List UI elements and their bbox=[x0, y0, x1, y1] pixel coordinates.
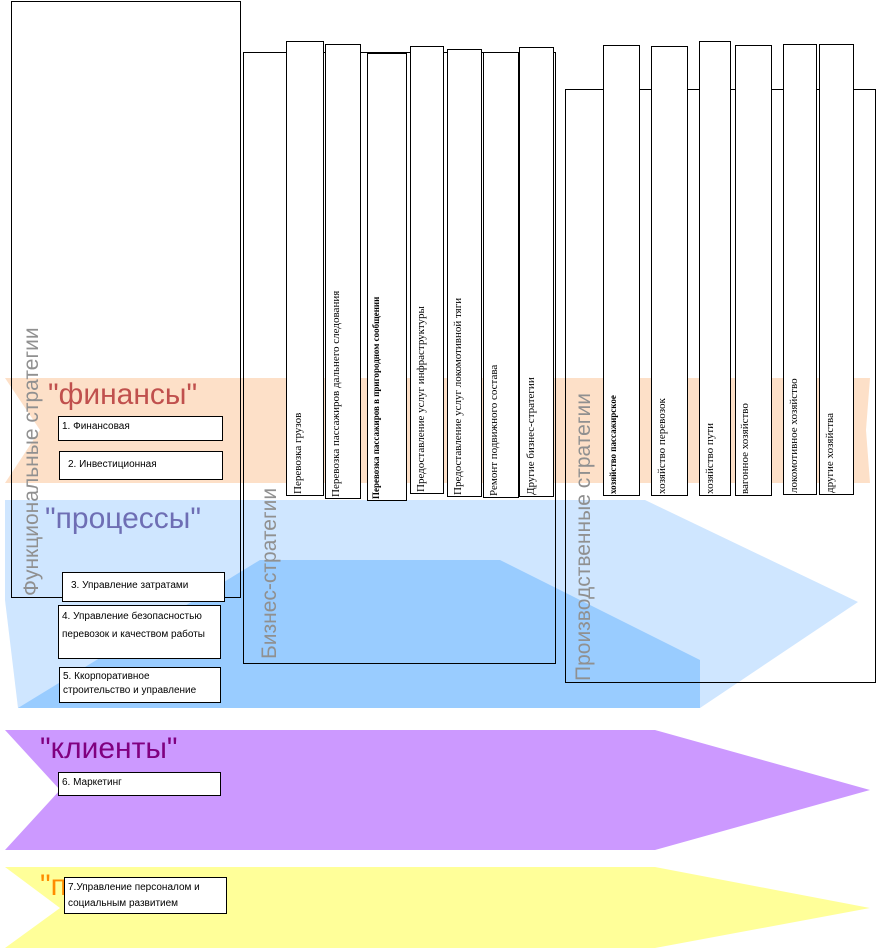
item-personnel: 7.Управление персоналом и социальным раз… bbox=[64, 877, 227, 914]
item-financial: 1. Финансовая bbox=[58, 416, 223, 441]
finance-band-title: "финансы" bbox=[48, 378, 198, 411]
processes-band-title: "процессы" bbox=[45, 502, 202, 535]
business-column-other: Другие бизнес-стратегии bbox=[519, 47, 554, 497]
production-column-track: хозяйство пути bbox=[699, 41, 731, 496]
item-safety-quality: 4. Управление безопасностью перевозок и … bbox=[58, 605, 221, 659]
functional-strategies-title: Функциональные стратегии bbox=[20, 327, 43, 596]
item-cost-management: 3. Управление затратами bbox=[62, 572, 225, 602]
business-column-suburban: Перевозка пассажиров в пригородном сообщ… bbox=[367, 53, 407, 501]
production-strategies-title: Производственные стратегии bbox=[572, 393, 595, 681]
business-column-traction: Предоставление услуг локомотивной тяги bbox=[447, 49, 482, 497]
clients-band-title: "клиенты" bbox=[40, 732, 178, 765]
item-corporate-building: 5. Ккорпоративное строительство и управл… bbox=[59, 667, 221, 703]
business-column-cargo: Перевозка грузов bbox=[286, 41, 324, 496]
business-column-long-distance: Перевозка пассажиров дальнего следования bbox=[325, 44, 361, 499]
production-column-transport: хозяйство перевозок bbox=[651, 46, 688, 496]
production-column-locomotive: локомотивное хозяйство bbox=[783, 44, 817, 495]
personnel-band-title: "п bbox=[40, 869, 67, 902]
business-strategies-frame bbox=[243, 52, 556, 664]
item-investment: 2. Инвестиционная bbox=[59, 451, 223, 480]
production-column-other: другие хозяйства bbox=[819, 44, 854, 495]
business-strategies-title: Бизнес-стратегии bbox=[258, 487, 281, 659]
business-column-rolling-stock: Ремонт подвижного состава bbox=[483, 52, 519, 498]
production-column-passenger: хозяйство пассажирское bbox=[603, 45, 640, 496]
clients-band bbox=[5, 730, 870, 850]
business-column-infrastructure: Предоставление услуг инфраструктуры bbox=[410, 46, 444, 494]
production-column-wagon: вагонное хозяйство bbox=[735, 45, 772, 496]
item-marketing: 6. Маркетинг bbox=[58, 772, 221, 796]
